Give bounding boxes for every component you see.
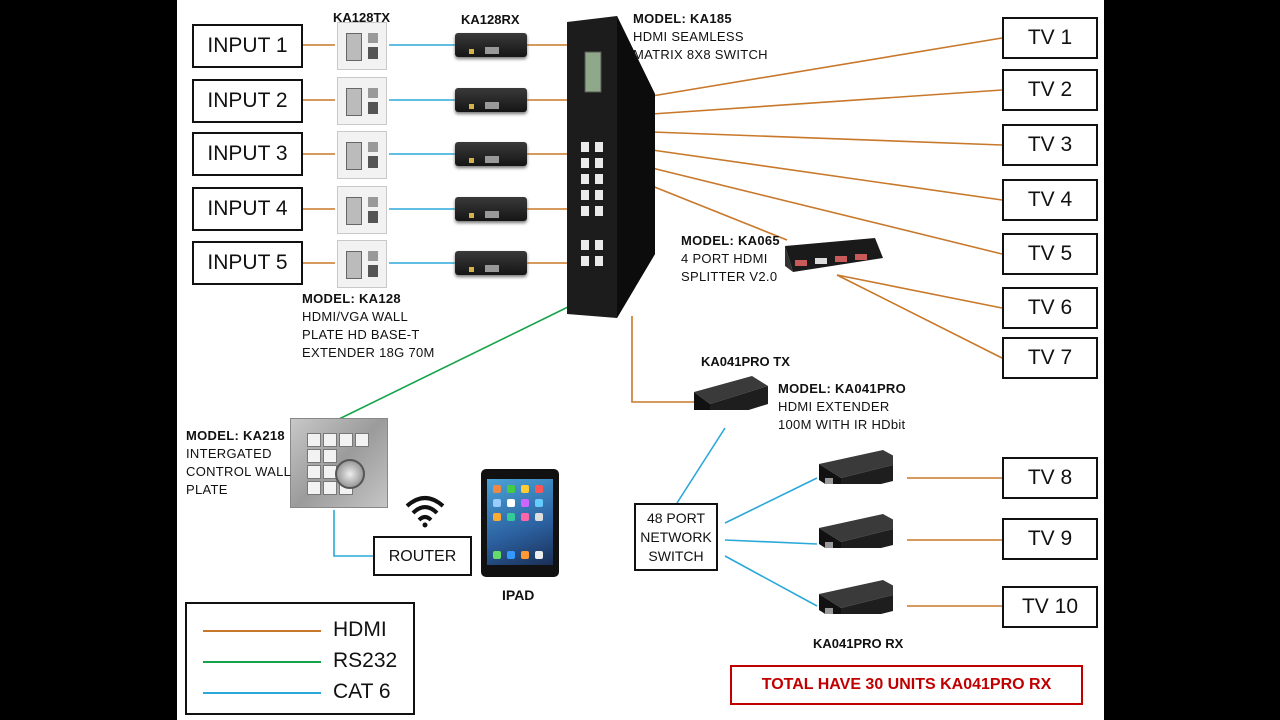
receiver-rx-1 [455,33,527,57]
legend-item-hdmi: HDMI [187,618,417,642]
legend-label-rs232: RS232 [333,649,398,672]
input-box-1: INPUT 1 [192,24,303,68]
label-ka041pro: MODEL: KA041PRO HDMI EXTENDER 100M WITH … [778,380,906,434]
legend-item-rs232: RS232 [187,649,417,673]
label-ka128-line1: HDMI/VGA WALL [302,309,408,324]
label-ka218-line3: PLATE [186,482,228,497]
tv-box-5: TV 5 [1002,233,1098,275]
rs232-wire [336,305,571,421]
tv-box-10: TV 10 [1002,586,1098,628]
splitter-ka065 [785,238,883,272]
switch-line2: NETWORK [640,528,712,545]
label-ka218: MODEL: KA218 INTERGATED CONTROL WALL PLA… [186,427,291,499]
receiver-rx-3 [455,142,527,166]
label-ka185: MODEL: KA185 HDMI SEAMLESS MATRIX 8X8 SW… [633,10,768,64]
hdmi-wires-input [302,37,1003,607]
label-ka065-model: MODEL: KA065 [681,233,780,248]
legend-label-hdmi: HDMI [333,618,387,641]
switch-line1: 48 PORT [646,509,706,526]
wall-plate-tx-3 [337,131,387,179]
receiver-rx-4 [455,197,527,221]
label-ka041pro-line1: HDMI EXTENDER [778,399,890,414]
label-ka041pro-model: MODEL: KA041PRO [778,381,907,396]
tv-box-9: TV 9 [1002,518,1098,560]
input-box-2: INPUT 2 [192,79,303,123]
label-ipad: IPAD [502,587,535,603]
receiver-rx-2 [455,88,527,112]
extender-ka041-rx-3 [819,580,893,614]
total-note: TOTAL HAVE 30 UNITS KA041PRO RX [730,665,1083,705]
wall-plate-tx-4 [337,186,387,234]
diagram-canvas: INPUT 1 INPUT 2 INPUT 3 INPUT 4 INPUT 5 … [177,0,1104,720]
wall-plate-tx-1 [337,22,387,70]
matrix-switch-ka185 [567,16,655,318]
control-wall-plate-ka218 [290,418,388,508]
extender-ka041-rx-2 [819,514,893,548]
switch-line3: SWITCH [648,547,704,564]
label-ka128tx: KA128TX [333,10,391,25]
extender-ka041-rx-1 [819,450,893,484]
network-switch-box: 48 PORT NETWORK SWITCH [634,503,718,571]
legend-swatch-rs232 [203,661,321,663]
label-ka041-tx: KA041PRO TX [701,354,790,369]
label-ka065-line2: SPLITTER V2.0 [681,269,778,284]
input-box-4: INPUT 4 [192,187,303,231]
legend-item-cat6: CAT 6 [187,680,417,704]
legend-swatch-hdmi [203,630,321,632]
label-ka128-line2: PLATE HD BASE-T [302,327,420,342]
label-ka218-model: MODEL: KA218 [186,428,285,443]
receiver-rx-5 [455,251,527,275]
extender-ka041-tx [694,376,768,410]
label-ka041-rx: KA041PRO RX [813,636,904,651]
tv-box-6: TV 6 [1002,287,1098,329]
wiring-lines [302,37,1003,607]
tv-box-3: TV 3 [1002,124,1098,166]
wall-plate-tx-2 [337,77,387,125]
label-ka128rx: KA128RX [461,12,520,27]
tv-box-4: TV 4 [1002,179,1098,221]
input-box-3: INPUT 3 [192,132,303,176]
label-ka128-line3: EXTENDER 18G 70M [302,345,435,360]
label-ka218-line1: INTERGATED [186,446,272,461]
tv-box-8: TV 8 [1002,457,1098,499]
label-ka185-model: MODEL: KA185 [633,11,732,26]
label-ka218-line2: CONTROL WALL [186,464,292,479]
wifi-icon [405,496,445,528]
tv-box-2: TV 2 [1002,69,1098,111]
label-ka041pro-line2: 100M WITH IR HDbit [778,417,906,432]
label-ka128-model: MODEL: KA128 [302,291,401,306]
wall-plate-tx-5 [337,240,387,288]
label-ka065-line1: 4 PORT HDMI [681,251,768,266]
router-box: ROUTER [373,536,472,576]
ipad-device [481,469,559,577]
legend: HDMI RS232 CAT 6 [185,602,415,715]
legend-label-cat6: CAT 6 [333,680,391,703]
tv-box-1: TV 1 [1002,17,1098,59]
legend-swatch-cat6 [203,692,321,694]
label-ka185-line1: HDMI SEAMLESS [633,29,744,44]
label-ka185-line2: MATRIX 8X8 SWITCH [633,47,768,62]
cat6-wires [333,44,818,607]
label-ka065: MODEL: KA065 4 PORT HDMI SPLITTER V2.0 [681,232,780,286]
input-box-5: INPUT 5 [192,241,303,285]
tv-box-7: TV 7 [1002,337,1098,379]
label-ka128: MODEL: KA128 HDMI/VGA WALL PLATE HD BASE… [302,290,435,362]
